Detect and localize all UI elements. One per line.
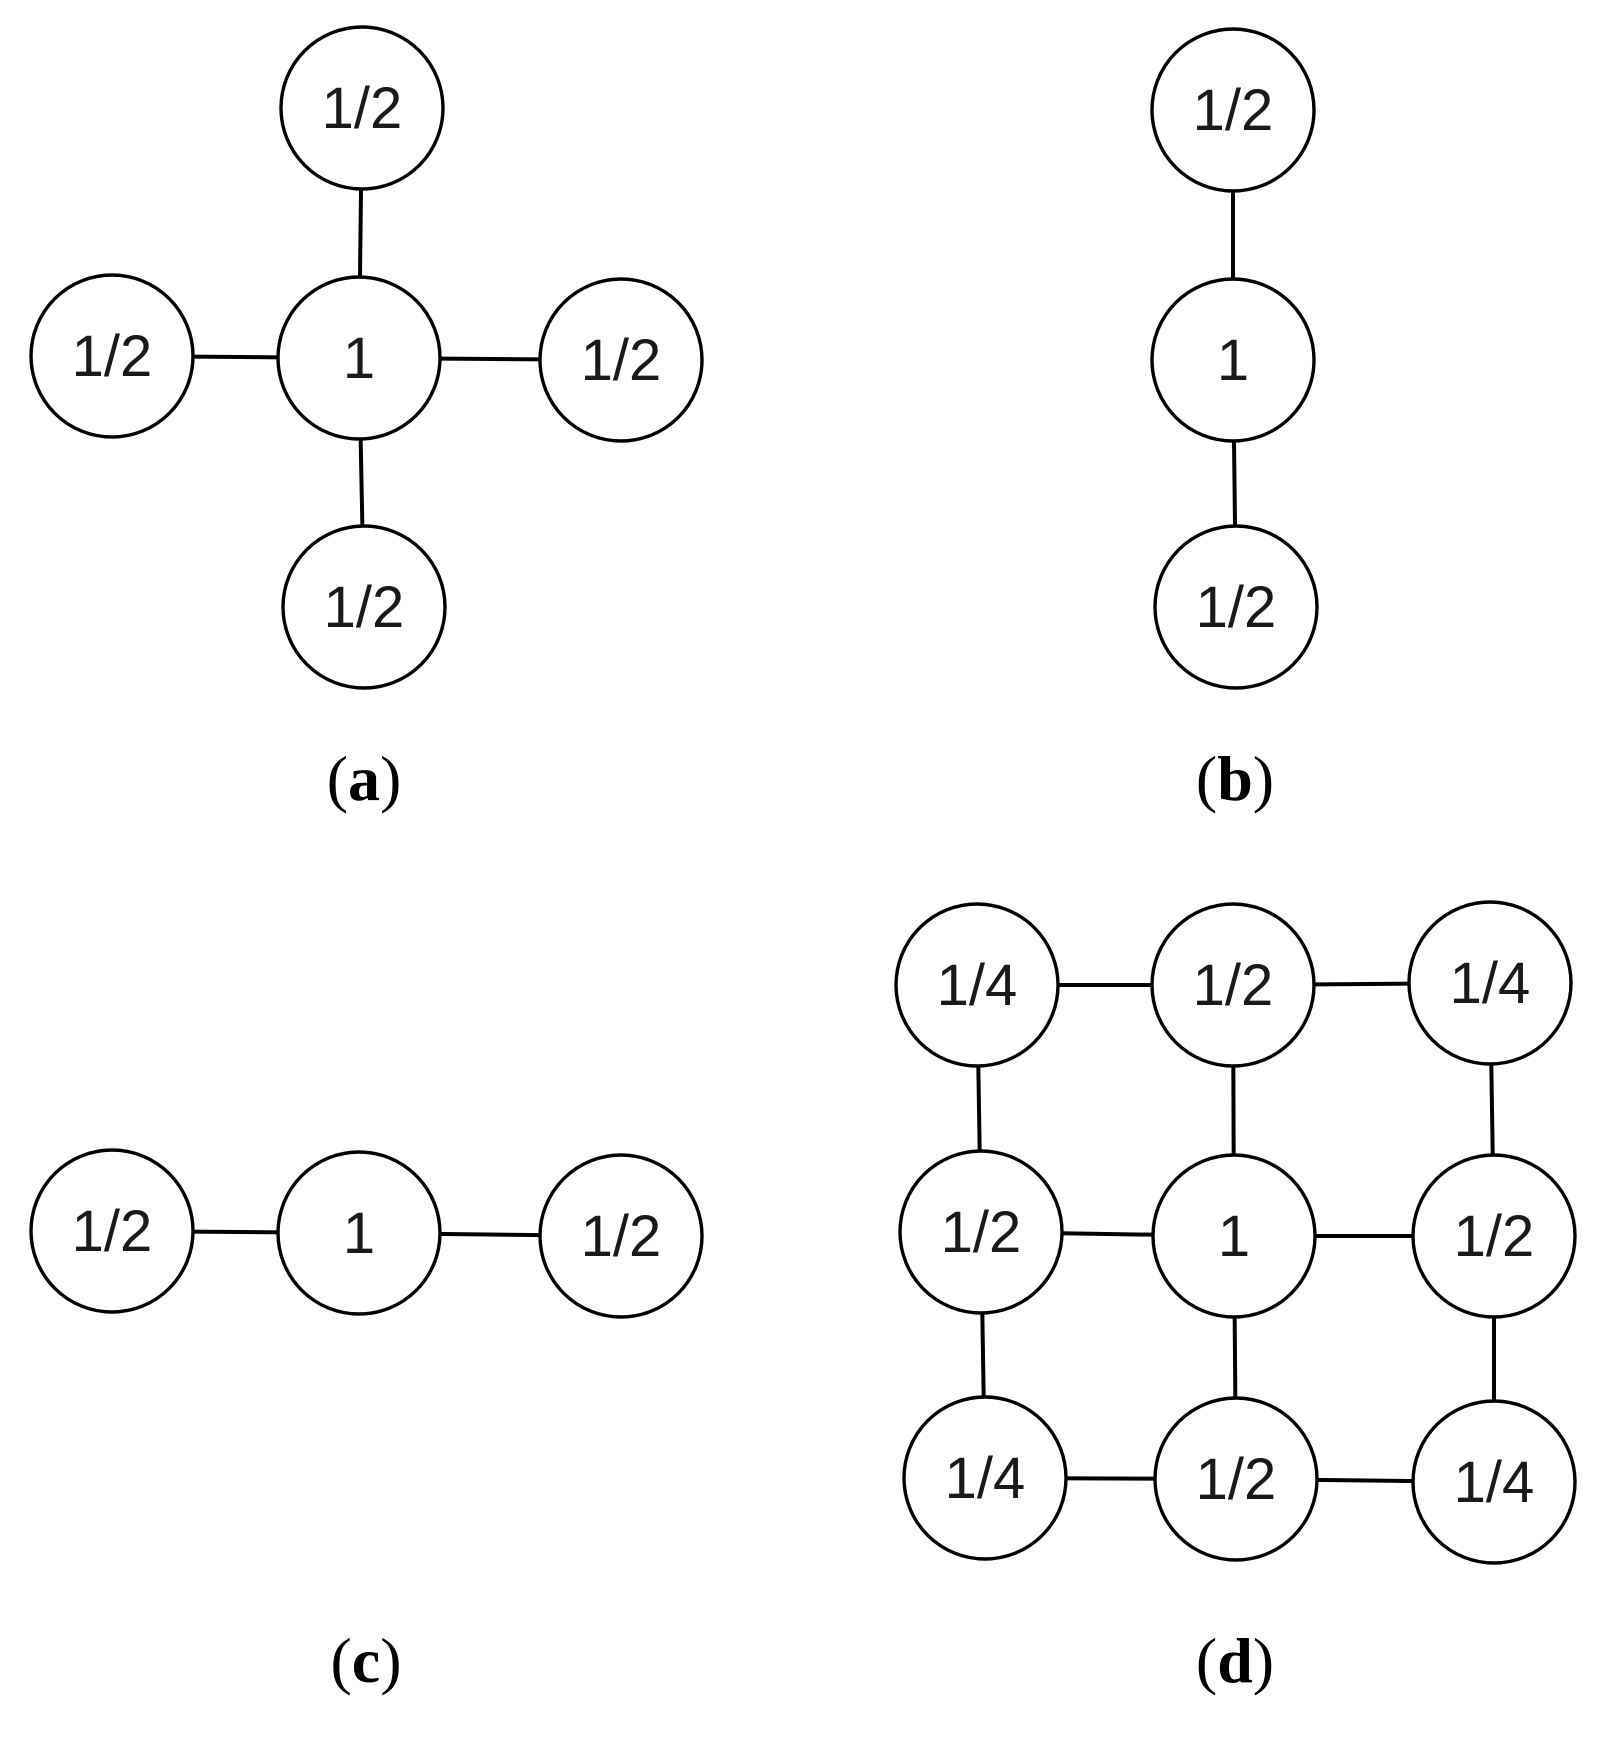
node-label: 1/2: [941, 1200, 1022, 1265]
node-circle: [276, 275, 442, 441]
panel-caption-b: (b): [1196, 743, 1274, 814]
node-d-22: 1/4: [1411, 1399, 1577, 1565]
caption-open-paren: (: [330, 1625, 351, 1696]
node-circle: [1153, 524, 1319, 690]
node-label: 1/2: [324, 575, 405, 640]
panel-caption-c: (c): [330, 1625, 401, 1696]
node-label: 1/2: [72, 1199, 153, 1264]
node-circle: [1153, 1396, 1319, 1562]
node-d-10: 1/2: [898, 1149, 1064, 1315]
node-circle: [898, 1149, 1064, 1315]
node-circle: [281, 524, 447, 690]
node-circle: [1411, 1399, 1577, 1565]
panel-caption-d: (d): [1196, 1625, 1274, 1696]
node-a-left: 1/2: [29, 273, 195, 439]
node-label: 1/2: [1454, 1204, 1535, 1269]
node-d-21: 1/2: [1153, 1396, 1319, 1562]
node-c-center: 1: [276, 1150, 442, 1316]
node-d-20: 1/4: [902, 1395, 1068, 1561]
caption-letter: c: [352, 1625, 380, 1696]
node-a-bottom: 1/2: [281, 524, 447, 690]
node-label: 1/2: [581, 328, 662, 393]
caption-open-paren: (: [1196, 1625, 1217, 1696]
node-circle: [1150, 27, 1316, 193]
node-a-top: 1/2: [279, 25, 445, 191]
node-d-12: 1/2: [1411, 1153, 1577, 1319]
node-circle: [1407, 900, 1573, 1066]
node-label: 1/2: [581, 1204, 662, 1269]
node-label: 1/4: [1450, 951, 1531, 1016]
node-circle: [29, 1148, 195, 1314]
node-c-left: 1/2: [29, 1148, 195, 1314]
node-a-right: 1/2: [538, 277, 704, 443]
node-d-11: 1: [1151, 1153, 1317, 1319]
node-label: 1: [1218, 1204, 1250, 1269]
node-label: 1: [343, 326, 375, 391]
node-label: 1/2: [1196, 1447, 1277, 1512]
node-b-center: 1: [1150, 277, 1316, 443]
node-circle: [538, 1153, 704, 1319]
node-label: 1: [1217, 328, 1249, 393]
caption-letter: b: [1217, 743, 1253, 814]
caption-open-paren: (: [1196, 743, 1217, 814]
caption-close-paren: ): [1253, 1625, 1274, 1696]
node-circle: [279, 25, 445, 191]
caption-letter: d: [1217, 1625, 1253, 1696]
node-d-00: 1/4: [894, 902, 1060, 1068]
caption-close-paren: ): [1253, 743, 1274, 814]
caption-close-paren: ): [380, 743, 401, 814]
node-circle: [1411, 1153, 1577, 1319]
node-a-center: 1: [276, 275, 442, 441]
node-circle: [29, 273, 195, 439]
caption-close-paren: ): [380, 1625, 401, 1696]
caption-letter: a: [348, 743, 380, 814]
node-d-02: 1/4: [1407, 900, 1573, 1066]
node-circle: [538, 277, 704, 443]
node-label: 1/2: [1193, 78, 1274, 143]
node-label: 1/2: [72, 324, 153, 389]
node-label: 1/4: [945, 1446, 1026, 1511]
node-label: 1/4: [1454, 1450, 1535, 1515]
node-circle: [276, 1150, 442, 1316]
panel-caption-a: (a): [327, 743, 402, 814]
node-circle: [894, 902, 1060, 1068]
node-label: 1: [343, 1201, 375, 1266]
node-circle: [902, 1395, 1068, 1561]
node-label: 1/2: [1196, 575, 1277, 640]
node-c-right: 1/2: [538, 1153, 704, 1319]
node-label: 1/4: [937, 953, 1018, 1018]
node-label: 1/2: [322, 76, 403, 141]
node-circle: [1150, 902, 1316, 1068]
node-circle: [1150, 277, 1316, 443]
caption-open-paren: (: [327, 743, 348, 814]
nodes-layer: 1/2 1/2 1 1/2 1/2 1/2 1 1/2 1/2 1 1/2 1/4 1/2 1/4 1/2 1…: [29, 25, 1577, 1565]
captions-layer: (a)(b)(c)(d): [327, 743, 1274, 1696]
node-d-01: 1/2: [1150, 902, 1316, 1068]
node-label: 1/2: [1193, 953, 1274, 1018]
node-b-top: 1/2: [1150, 27, 1316, 193]
node-circle: [1151, 1153, 1317, 1319]
node-b-bottom: 1/2: [1153, 524, 1319, 690]
